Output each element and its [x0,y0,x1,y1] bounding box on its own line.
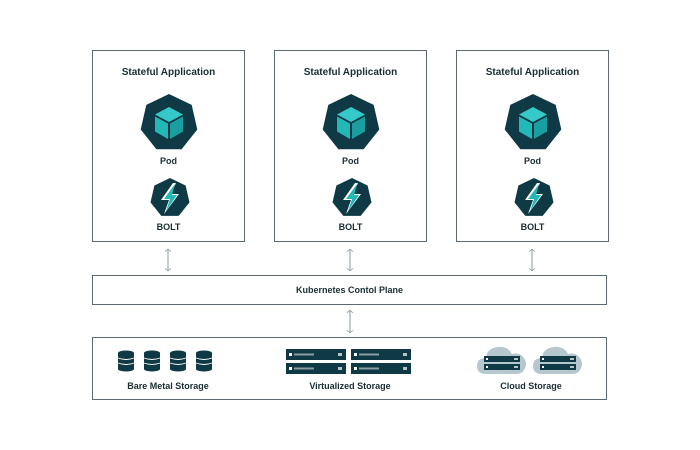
cloud-server-icon [476,344,528,376]
server-rack-icon [350,349,412,360]
pod-icon [139,93,199,153]
bolt-label: BOLT [338,222,363,232]
bare-metal-storage-label: Bare Metal Storage [127,381,209,391]
bidirectional-arrow-icon [345,309,355,334]
app-box-3: Stateful Application Pod BOLT [456,50,609,242]
server-rack-icon [285,349,347,360]
server-rack-icon [350,363,412,374]
bolt-icon [149,177,191,219]
app-title: Stateful Application [303,67,398,78]
storage-box: Bare Metal Storage Virtualized Storage C… [92,337,607,400]
control-plane-label: Kubernetes Contol Plane [295,285,403,295]
bidirectional-arrow-icon [527,248,537,272]
pod-icon [503,93,563,153]
cloud-storage-label: Cloud Storage [500,381,562,391]
bolt-label: BOLT [520,222,545,232]
virtualized-storage-label: Virtualized Storage [309,381,391,391]
app-title: Stateful Application [485,67,580,78]
database-icon [117,350,135,372]
bidirectional-arrow-icon [345,248,355,272]
app-title: Stateful Application [121,67,216,78]
database-icon [169,350,187,372]
app-box-2: Stateful Application Pod BOLT [274,50,427,242]
cloud-icon-group [476,344,586,378]
bolt-label: BOLT [156,222,181,232]
server-rack-icon [285,363,347,374]
pod-icon [321,93,381,153]
cloud-server-icon [532,344,584,376]
database-icon [195,350,213,372]
bolt-icon [513,177,555,219]
bare-metal-icon-group [117,350,217,376]
pod-label: Pod [342,156,359,166]
control-plane-box: Kubernetes Contol Plane [92,275,607,305]
bolt-icon [331,177,373,219]
database-icon [143,350,161,372]
app-box-1: Stateful Application Pod BOLT [92,50,245,242]
pod-label: Pod [160,156,177,166]
virtualized-icon-group [285,349,413,375]
pod-label: Pod [524,156,541,166]
bidirectional-arrow-icon [163,248,173,272]
